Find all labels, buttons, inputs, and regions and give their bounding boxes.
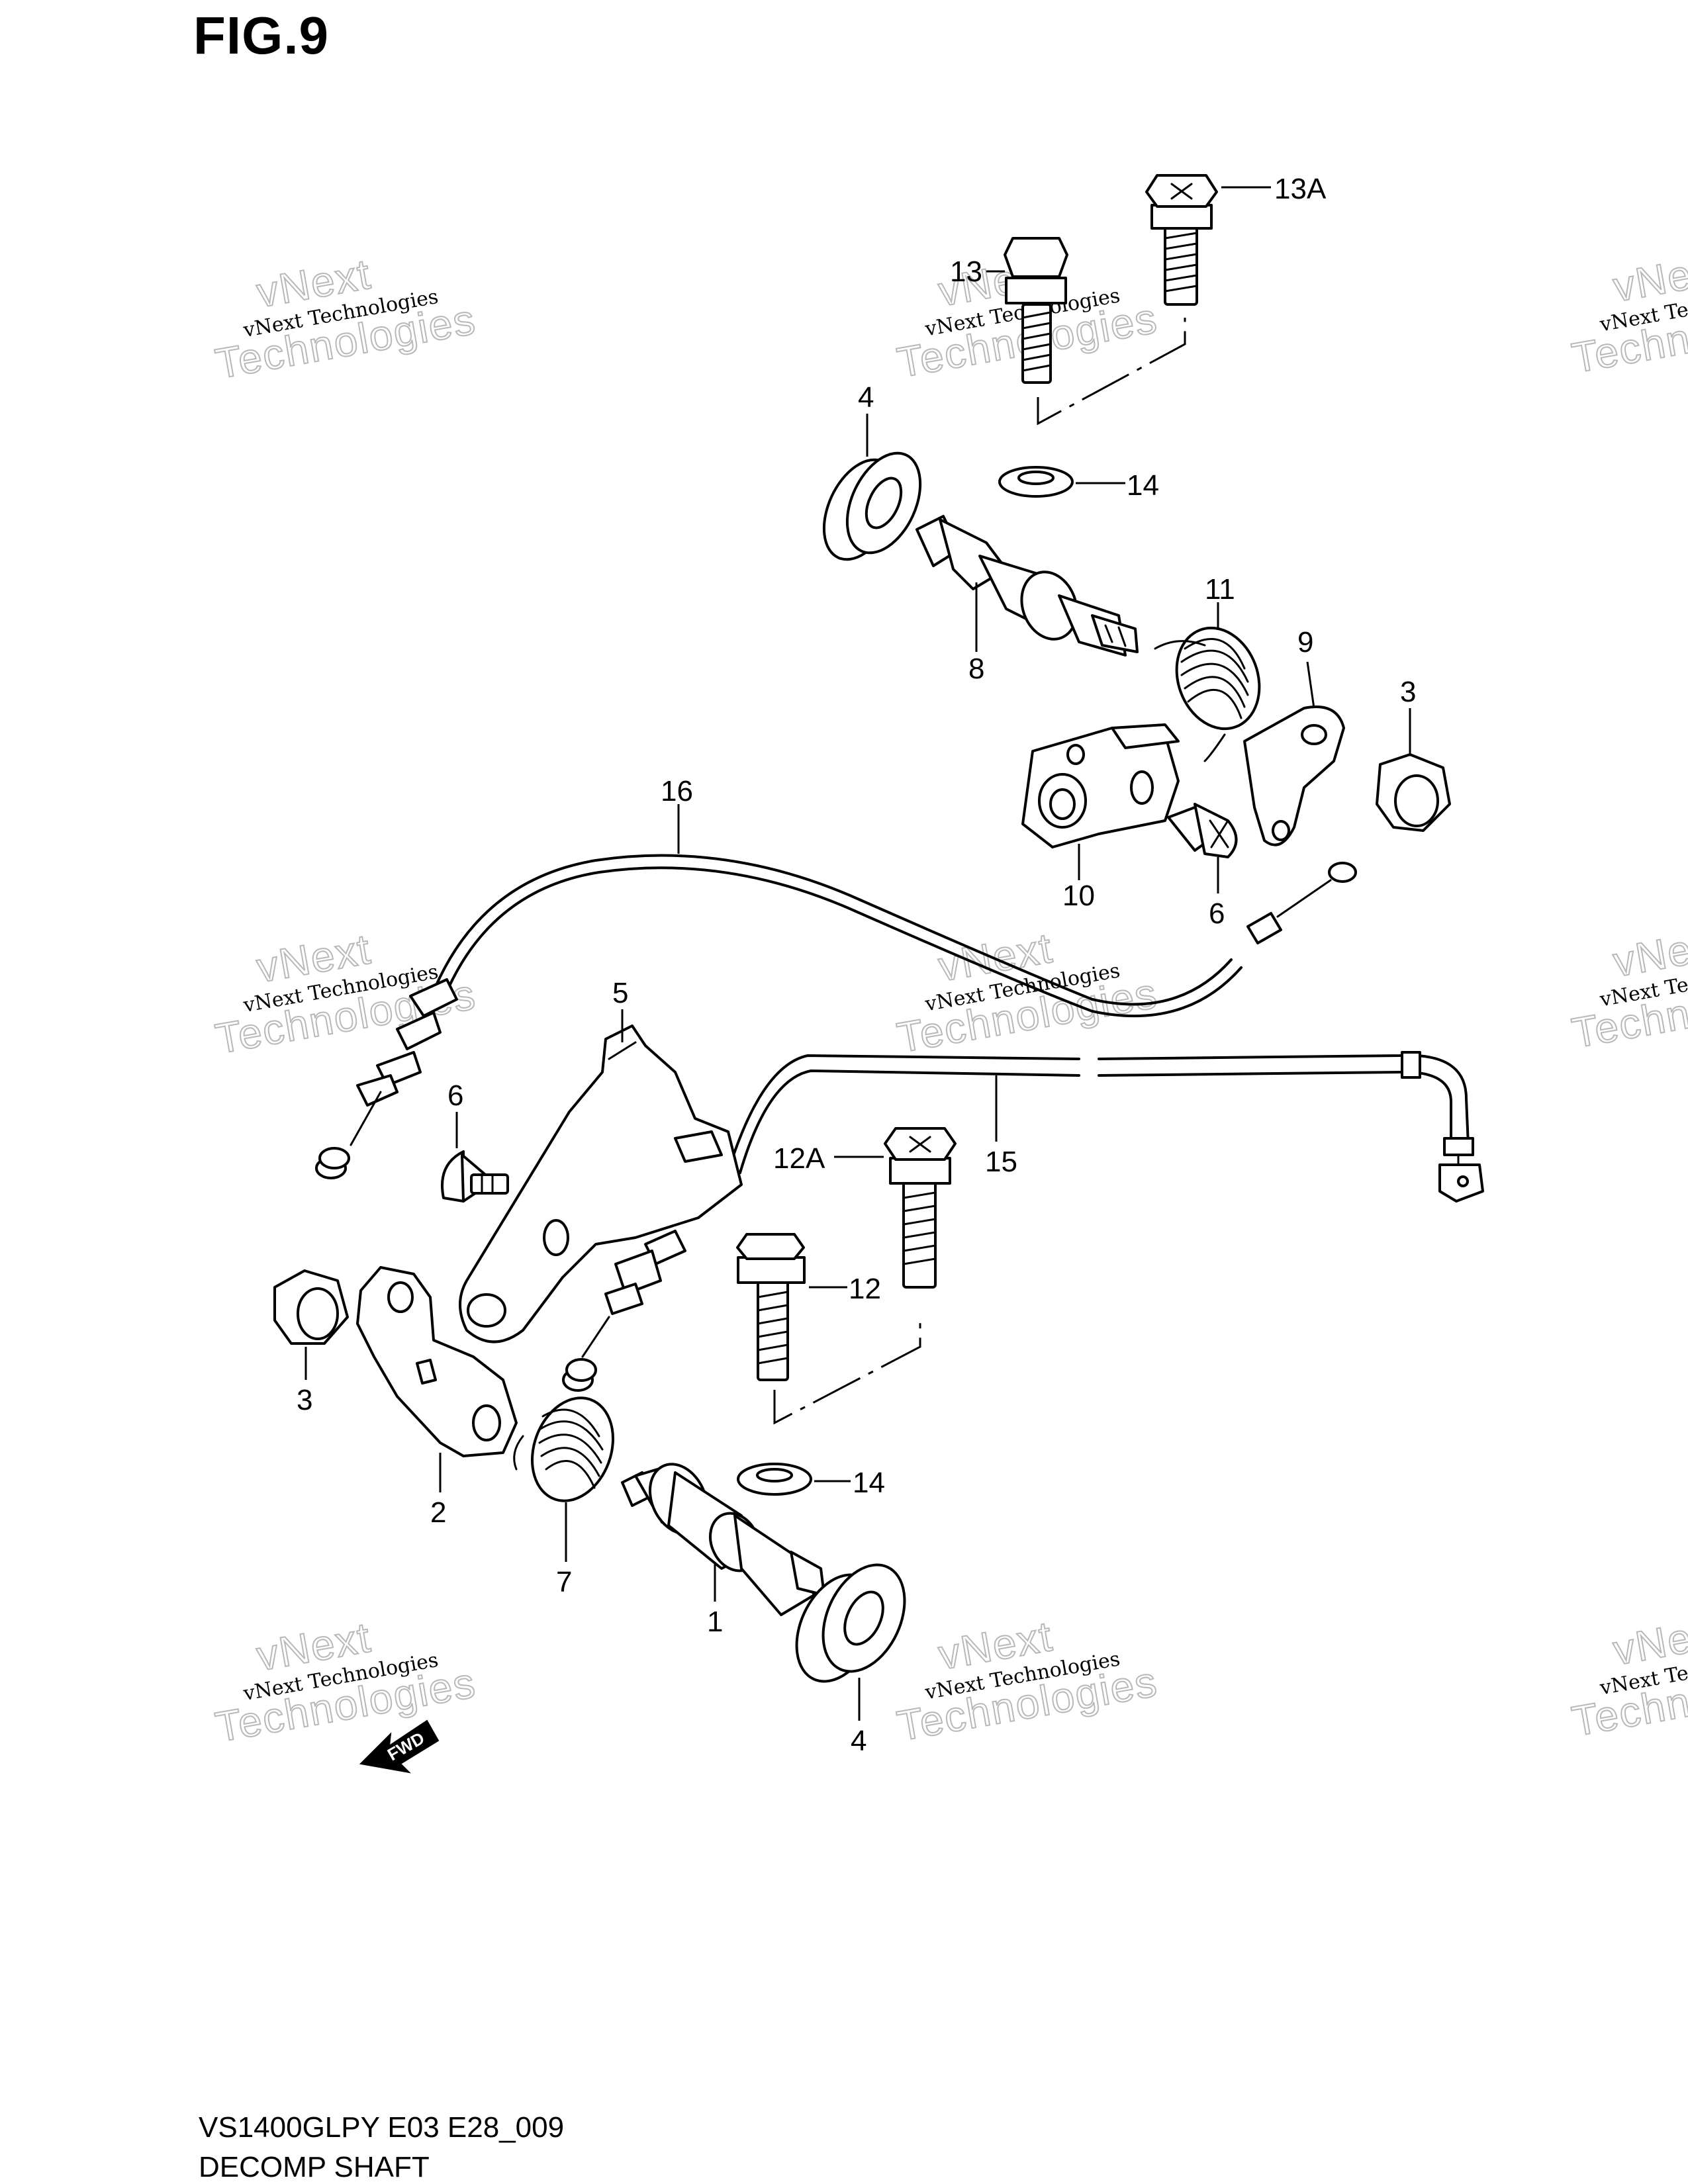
bolt-12 [736, 1233, 806, 1381]
watermark-5: vNext Technologies vNext Technologies [893, 923, 1162, 1062]
callout-6-lower: 6 [447, 1079, 463, 1112]
spring-7 [513, 1396, 614, 1502]
bolt-13 [1004, 237, 1068, 384]
callout-3-upper: 3 [1400, 676, 1416, 708]
washer-14-upper [998, 466, 1074, 498]
callout-15: 15 [985, 1146, 1017, 1178]
watermark-3: vNext Technologies vNext Technologies [1568, 244, 1688, 383]
callout-4-lower: 4 [851, 1725, 867, 1757]
callout-16: 16 [661, 775, 693, 807]
callout-2: 2 [430, 1496, 446, 1529]
callout-5: 5 [612, 977, 628, 1009]
callout-4-upper: 4 [858, 381, 874, 414]
watermark-1: vNext Technologies vNext Technologies [211, 249, 480, 388]
callout-3-lower: 3 [297, 1384, 312, 1416]
oil-seal-4-lower [795, 1563, 906, 1683]
callout-8: 8 [968, 653, 984, 685]
callout-12: 12 [849, 1273, 881, 1305]
watermark-9: vNext Technologies vNext Technologies [1568, 1607, 1688, 1746]
callout-13: 13 [950, 255, 982, 288]
callout-13a: 13A [1274, 173, 1327, 205]
section-name: DECOMP SHAFT [199, 2151, 430, 2183]
nut-3-upper [1376, 753, 1451, 832]
bolt-13a [1145, 174, 1218, 306]
bracket-5 [459, 1024, 743, 1343]
bolt-12a [884, 1127, 957, 1289]
callout-9: 9 [1297, 626, 1313, 659]
nut-3-lower [273, 1269, 349, 1345]
figure-title: FIG.9 [193, 6, 330, 65]
fwd-arrow-icon: FWD [359, 1719, 440, 1774]
callout-12a: 12A [773, 1142, 825, 1175]
decomp-shaft-1 [621, 1463, 825, 1616]
washer-14-lower [737, 1463, 812, 1496]
decomp-shaft-8 [915, 515, 1139, 657]
callout-11: 11 [1205, 573, 1235, 606]
bracket-10 [1021, 723, 1180, 848]
callout-14-upper: 14 [1127, 469, 1159, 502]
watermark-6: vNext Technologies vNext Technologies [1568, 919, 1688, 1058]
cable-15 [562, 1051, 1484, 1392]
callout-7: 7 [556, 1566, 572, 1598]
callout-1: 1 [707, 1606, 723, 1638]
lever-9 [1243, 705, 1345, 846]
watermark-7: vNext Technologies vNext Technologies [211, 1612, 480, 1751]
callout-6-upper: 6 [1209, 897, 1225, 930]
spring-11 [1154, 626, 1261, 762]
callout-14-lower: 14 [853, 1467, 885, 1499]
lever-2 [356, 1266, 518, 1457]
screw-6-lower [441, 1150, 509, 1203]
screw-6-upper [1167, 803, 1238, 858]
watermark-8: vNext Technologies vNext Technologies [893, 1612, 1162, 1751]
cable-16 [315, 854, 1357, 1179]
callout-10: 10 [1062, 880, 1095, 912]
oil-seal-4-upper [822, 451, 922, 561]
model-code: VS1400GLPY E03 E28_009 [199, 2111, 565, 2144]
